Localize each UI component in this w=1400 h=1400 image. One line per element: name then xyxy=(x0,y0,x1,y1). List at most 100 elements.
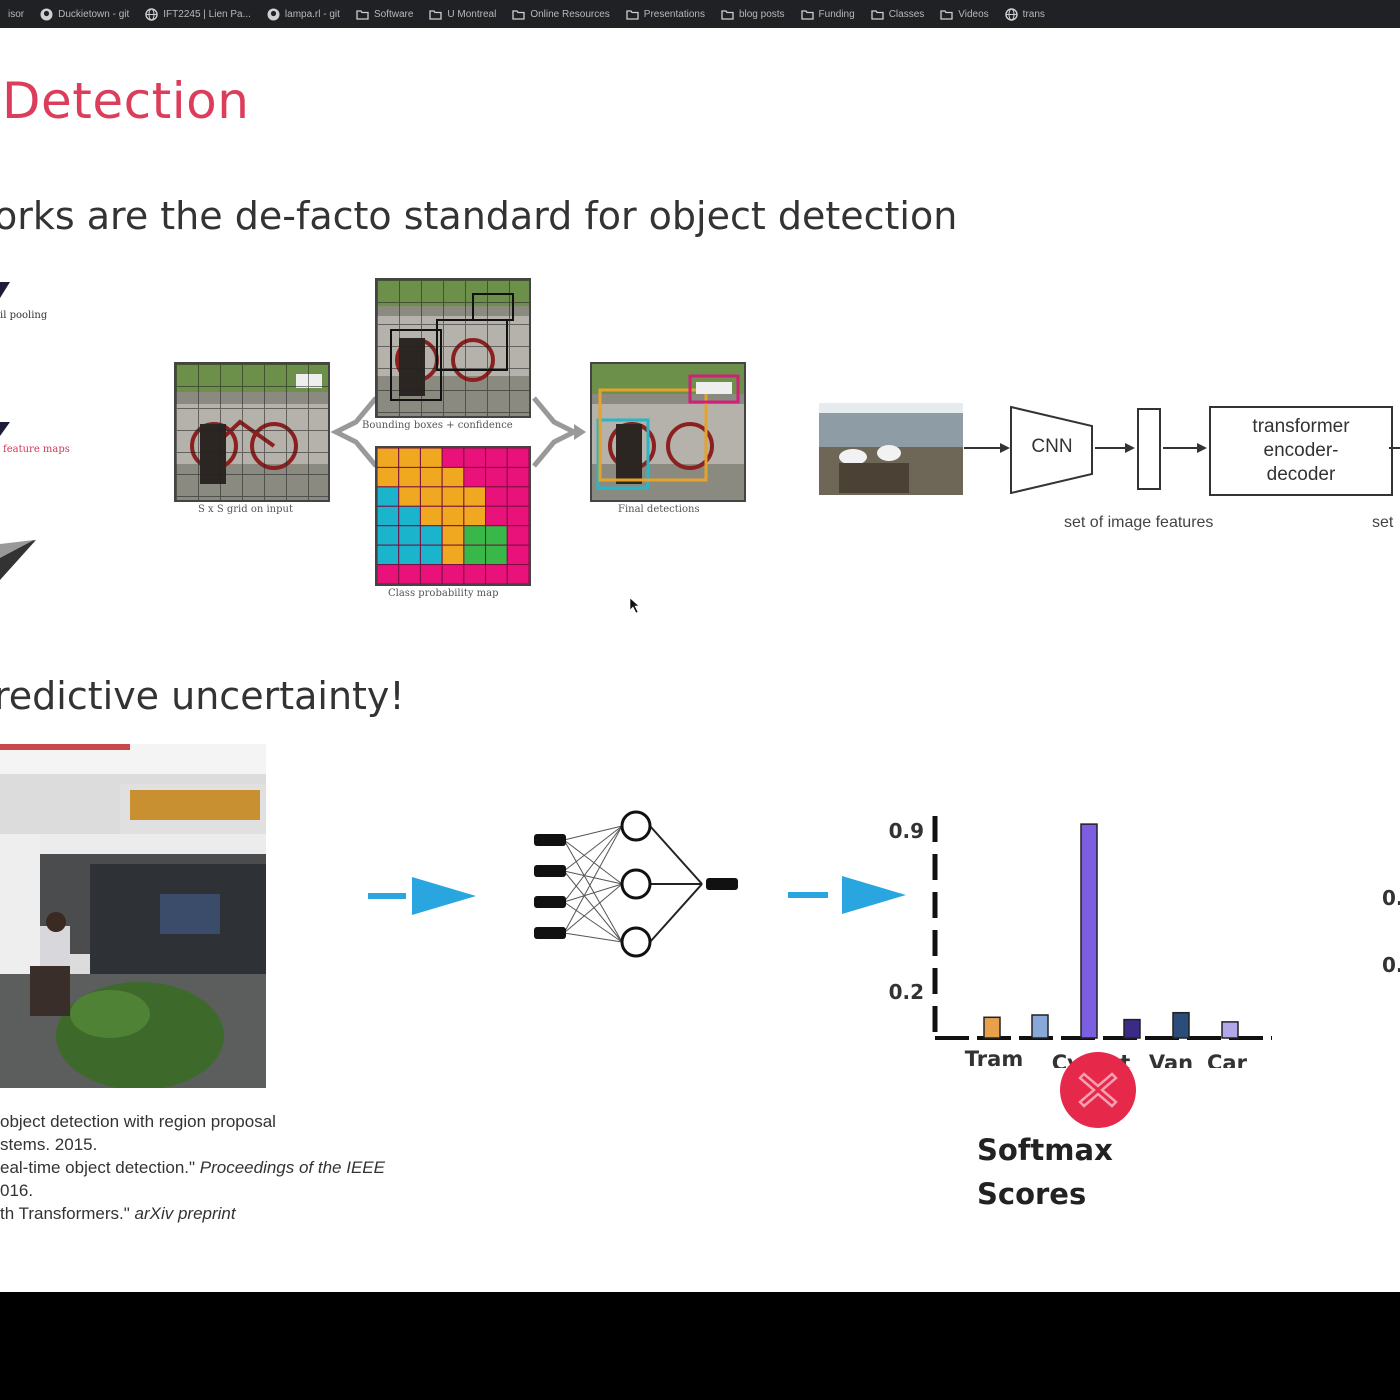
nn-edge xyxy=(649,883,703,943)
class-map-cell xyxy=(377,564,400,584)
class-map-cell xyxy=(463,466,487,488)
class-map-cell xyxy=(377,525,400,546)
nn-input-node xyxy=(534,927,566,939)
folder-icon xyxy=(800,8,814,21)
class-map-cell xyxy=(398,525,421,546)
detr-arrow-4-icon xyxy=(1389,438,1400,458)
bar-tram xyxy=(983,1016,1001,1039)
bookmark-item[interactable]: trans xyxy=(997,7,1053,21)
nn-edge xyxy=(563,883,623,903)
bookmark-item[interactable]: IFT2245 | Lien Pa... xyxy=(137,7,259,21)
class-map-cell xyxy=(377,486,400,507)
nn-edge xyxy=(563,932,623,943)
nn-hidden-node xyxy=(620,810,652,842)
bookmark-item[interactable]: isor xyxy=(0,9,32,20)
softmax-bar-chart: 0.90.2TramCyclistVanCar xyxy=(870,768,1280,1075)
bookmark-label: IFT2245 | Lien Pa... xyxy=(163,8,251,20)
class-map-cell xyxy=(463,505,487,527)
class-map-cell xyxy=(441,448,465,468)
bookmark-label: Videos xyxy=(958,8,989,20)
class-map-cell xyxy=(398,466,421,488)
bookmark-item[interactable]: Duckietown - git xyxy=(32,8,137,21)
class-map-cell xyxy=(398,486,421,507)
bookmark-item[interactable]: blog posts xyxy=(713,8,793,21)
slide: Detection orks are the de-facto standard… xyxy=(0,28,1400,1292)
class-map-cell xyxy=(441,486,465,507)
class-map-cell xyxy=(506,564,529,584)
class-map-cell xyxy=(463,564,487,584)
folder-icon xyxy=(721,8,734,21)
folder-icon xyxy=(429,8,443,21)
bookmark-item[interactable]: Software xyxy=(348,8,421,21)
class-map-cell xyxy=(485,544,508,566)
class-map-cell xyxy=(419,466,443,488)
nn-edge xyxy=(563,901,623,943)
yolo-boxes-image xyxy=(375,278,531,418)
bookmark-item[interactable]: Funding xyxy=(793,8,863,21)
bar-van xyxy=(1172,1011,1190,1039)
yolo-caption-classmap: Class probability map xyxy=(388,588,499,599)
bookmarks-bar: isor Duckietown - git IFT2245 | Lien Pa...… xyxy=(0,0,1400,28)
class-map-cell xyxy=(419,448,443,468)
bookmark-label: isor xyxy=(8,8,25,20)
bookmark-label: Presentations xyxy=(643,8,705,20)
nn-input-node xyxy=(534,834,566,846)
bookmark-item[interactable]: lampa.rl - git xyxy=(259,8,348,21)
nn-output-node xyxy=(706,878,738,890)
class-map-cell xyxy=(419,505,443,527)
globe-icon xyxy=(145,7,158,21)
bookmark-label: Online Resources xyxy=(530,8,610,20)
bookmark-item[interactable]: Classes xyxy=(863,8,933,21)
class-map-cell xyxy=(377,505,400,527)
street-photo xyxy=(0,744,266,1088)
yolo-caption-final: Final detections xyxy=(618,504,700,515)
bookmark-label: trans xyxy=(1022,8,1045,20)
globe-icon xyxy=(1004,7,1018,21)
feature-maps-label: feature maps xyxy=(3,444,70,455)
bookmark-item[interactable]: Online Resources xyxy=(504,8,617,21)
class-map-cell xyxy=(398,448,421,468)
class-map-cell xyxy=(485,564,508,584)
bookmark-item[interactable]: Videos xyxy=(932,8,996,21)
bookmark-label: Funding xyxy=(818,8,855,20)
right-edge-tick-2: 0. xyxy=(1382,953,1400,977)
split-arrow-icon xyxy=(330,394,380,470)
cnn-block: CNN xyxy=(1010,406,1094,494)
folder-icon xyxy=(940,8,953,21)
detr-input-image xyxy=(819,403,963,495)
class-map-cell xyxy=(506,525,529,546)
softmax-label: Softmax Scores xyxy=(977,1128,1113,1216)
class-map-cell xyxy=(419,486,443,507)
class-map-cell xyxy=(463,448,487,468)
nn-edge xyxy=(563,825,623,872)
transformer-block: transformer encoder-decoder xyxy=(1209,406,1393,496)
yolo-input-image xyxy=(174,362,330,502)
nn-edge xyxy=(563,825,623,934)
right-edge-tick-1: 0. xyxy=(1382,886,1400,910)
neural-network-diagram xyxy=(530,808,742,968)
bookmark-label: Classes xyxy=(888,8,925,20)
feature-arrow-icon xyxy=(0,422,20,442)
category-label: Van xyxy=(1149,1051,1193,1068)
class-map-cell xyxy=(419,525,443,546)
transformer-label: transformer encoder-decoder xyxy=(1252,416,1350,485)
class-map-cell xyxy=(419,564,443,584)
pyramid-fragment xyxy=(0,534,40,584)
flow-arrow-2-icon xyxy=(786,872,908,918)
class-map-cell xyxy=(377,448,400,468)
bookmark-item[interactable]: U Montreal xyxy=(421,8,504,21)
nn-edge xyxy=(563,825,623,903)
nn-edge xyxy=(563,839,623,943)
detr-arrow-2-icon xyxy=(1093,438,1137,458)
folder-icon xyxy=(512,8,525,21)
class-map-cell xyxy=(485,525,508,546)
bookmark-label: Software xyxy=(373,8,414,20)
bookmark-item[interactable]: Presentations xyxy=(618,8,713,21)
detr-caption-right: set xyxy=(1372,514,1394,531)
bookmark-label: blog posts xyxy=(738,8,785,20)
yolo-class-map xyxy=(375,446,531,586)
github-icon xyxy=(40,8,53,21)
class-map-cell xyxy=(377,544,400,566)
detr-caption-features: set of image features xyxy=(1064,514,1214,531)
nn-input-node xyxy=(534,865,566,877)
